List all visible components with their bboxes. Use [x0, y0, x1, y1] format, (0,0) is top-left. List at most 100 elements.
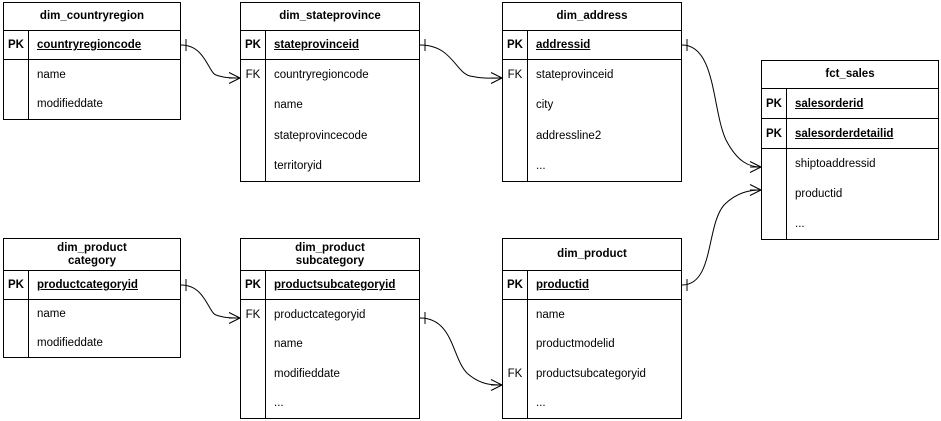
entity-title-line: fct_sales: [825, 68, 875, 80]
attribute-name: territoryid: [274, 159, 322, 172]
attribute-name: ...: [536, 159, 546, 172]
entity-title-line: dim_product: [557, 248, 627, 260]
key-label: PK: [241, 31, 266, 59]
attribute-name: productid: [795, 188, 843, 200]
key-label: FK: [245, 69, 261, 82]
key-label: PK: [503, 271, 528, 299]
key-label: PK: [4, 271, 29, 299]
cardinality-many-prong: [749, 184, 762, 191]
key-label: PK: [762, 89, 787, 118]
key-label-column: FK: [503, 300, 528, 418]
key-label: [762, 179, 786, 209]
key-label: [241, 389, 265, 419]
key-label: [503, 90, 527, 120]
cardinality-many-prong: [749, 166, 762, 173]
key-label: [241, 151, 265, 181]
key-label: [241, 90, 265, 120]
attribute-name: productid: [536, 279, 590, 291]
key-label: [241, 330, 265, 360]
key-label-column: FK: [241, 300, 266, 418]
attribute-name: productmodelid: [536, 338, 615, 351]
cardinality-many-prong: [490, 379, 503, 386]
attribute-row[interactable]: PK productid: [503, 271, 681, 300]
attribute-name: salesorderid: [795, 97, 864, 110]
key-label: PK: [4, 31, 29, 59]
relationship-line: [419, 44, 503, 79]
key-label-column: FK: [241, 60, 266, 181]
entity-title: dim_stateprovince: [241, 3, 419, 31]
relationship-line: [419, 317, 503, 386]
cardinality-many-prong: [228, 72, 241, 79]
key-label: [241, 359, 265, 389]
key-label: [503, 300, 527, 330]
entity-title-line: dim_product: [57, 241, 127, 254]
cardinality-many-prong: [749, 161, 762, 168]
attribute-name: salesorderdetailid: [795, 127, 894, 140]
relationship-rel-product-fctsales[interactable]: [681, 184, 762, 292]
key-label: [4, 60, 28, 90]
attribute-name: name: [536, 308, 565, 321]
attribute-name: ...: [795, 218, 805, 230]
attribute-name: name: [37, 68, 66, 81]
key-label: [762, 149, 786, 179]
key-label-column: [4, 300, 29, 357]
entity-title-line: dim_countryregion: [39, 10, 145, 22]
relationship-rel-productcategory-productsubcategory[interactable]: [180, 279, 241, 324]
attribute-name: addressid: [536, 39, 591, 51]
relationship-line: [681, 44, 762, 168]
key-label: [4, 329, 28, 358]
entity-title: dim_address: [503, 3, 681, 31]
key-label: FK: [507, 69, 523, 82]
attribute-name: stateprovinceid: [536, 69, 614, 82]
entity-title: fct_sales: [762, 61, 938, 89]
key-label: [503, 121, 527, 151]
relationship-rel-productsubcategory-product[interactable]: [419, 312, 503, 391]
relationship-line: [681, 189, 762, 286]
attribute-name: modifieddate: [37, 98, 103, 111]
entity-title-line: dim_stateprovince: [279, 10, 381, 22]
entity-title: dim_product: [503, 239, 681, 271]
key-label: PK: [503, 31, 528, 59]
attribute-row[interactable]: PK salesorderid: [762, 89, 938, 119]
attribute-block[interactable]: name modifieddate: [4, 60, 180, 119]
relationship-rel-countryregion-stateprovince[interactable]: [180, 39, 241, 84]
key-label-column: FK: [503, 60, 528, 181]
entity-title-line: subcategory: [295, 254, 365, 267]
attribute-row[interactable]: PK addressid: [503, 31, 681, 60]
relationship-rel-stateprovince-address[interactable]: [419, 39, 503, 84]
key-label: [503, 151, 527, 181]
key-label-column: [762, 149, 787, 239]
relationship-rel-address-fctsales[interactable]: [681, 39, 762, 173]
attribute-name: modifieddate: [274, 367, 340, 380]
key-label: PK: [241, 271, 266, 299]
attribute-name-column: name modifieddate: [29, 60, 180, 119]
cardinality-many-prong: [228, 77, 241, 84]
key-label: FK: [507, 367, 523, 380]
attribute-name: ...: [536, 397, 546, 410]
key-label: [4, 90, 28, 120]
